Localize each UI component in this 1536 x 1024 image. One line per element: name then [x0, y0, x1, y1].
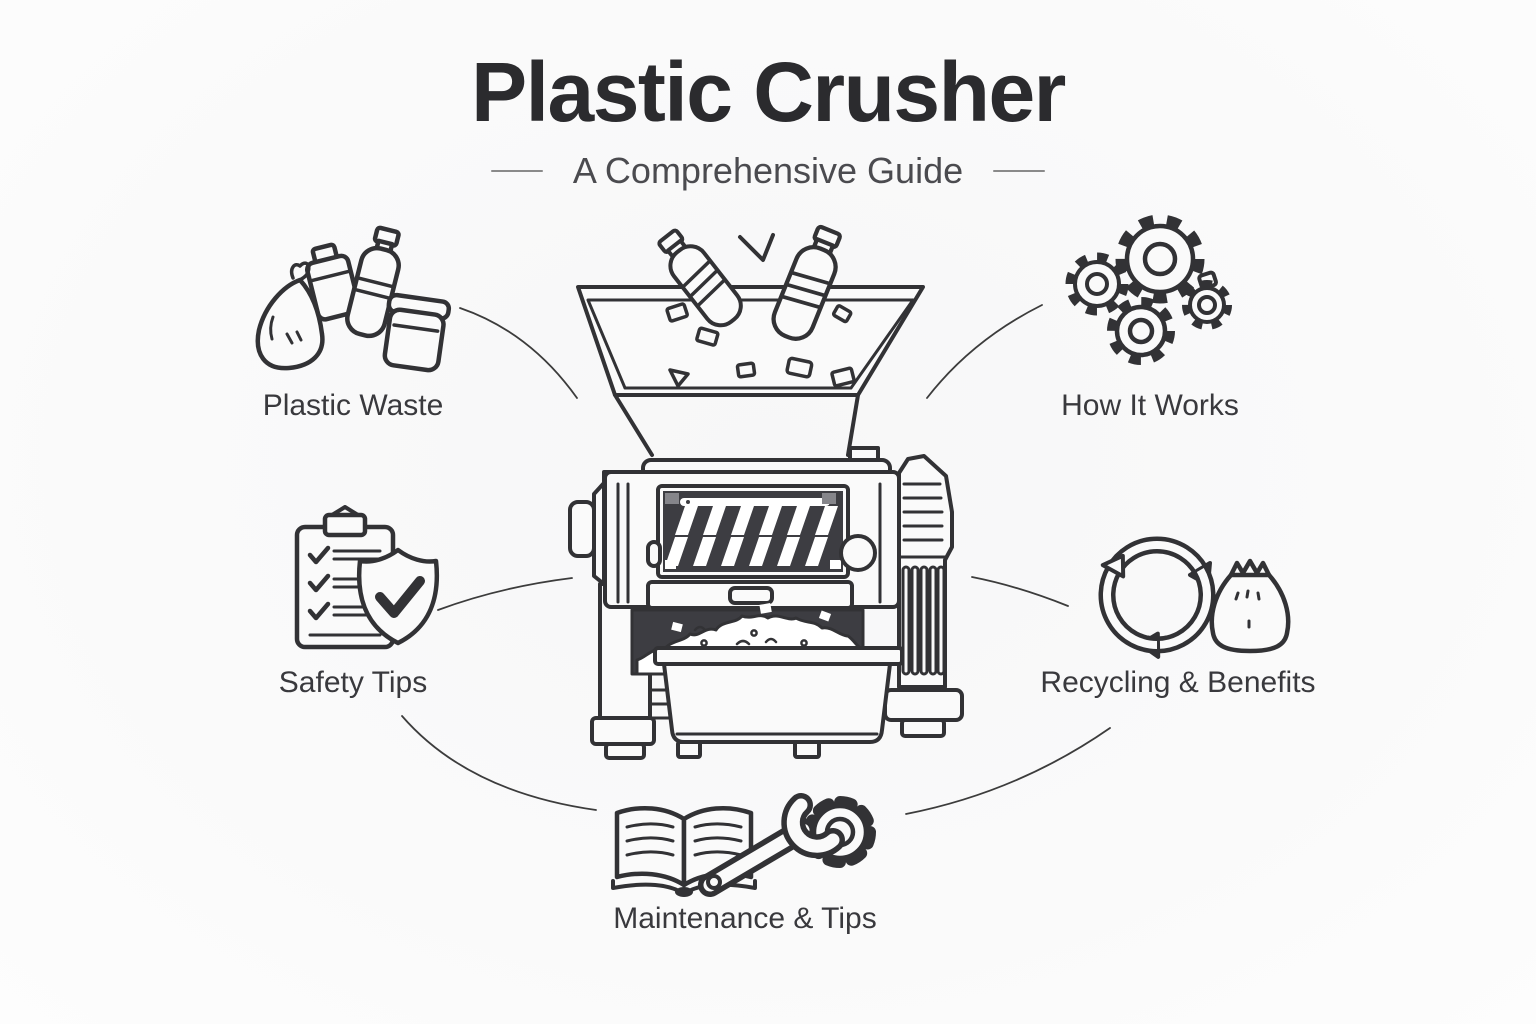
collection-bin — [653, 646, 904, 759]
gear-bottom — [1107, 297, 1175, 365]
milk-jug-icon — [304, 242, 362, 322]
book-wrench-gear-icon — [611, 793, 876, 897]
checklist-shield-icon — [294, 505, 439, 650]
section-machine-illustration — [552, 212, 982, 772]
connector-machine-to-how-it-works — [926, 304, 1043, 399]
connector-safety-to-machine — [437, 577, 573, 611]
falling-bottle-left — [657, 228, 743, 328]
plastic-waste-icon — [255, 225, 452, 373]
recycle-arrows-bag-icon — [1075, 515, 1291, 665]
subtitle-dash-left — [490, 170, 543, 172]
right-motor-tower — [883, 454, 964, 738]
falling-bottle-right — [771, 224, 842, 341]
connector-plastic-waste-to-machine — [459, 307, 578, 399]
recycle-arrows — [1087, 545, 1222, 665]
pellet-bag-icon — [1209, 558, 1291, 654]
label-maintenance-tips: Maintenance & Tips — [613, 902, 877, 935]
section-plastic-waste — [245, 222, 455, 382]
section-maintenance-tips — [595, 785, 895, 913]
plastic-jar-icon — [382, 292, 452, 373]
section-safety-tips — [280, 505, 505, 655]
gear-large — [1115, 214, 1205, 304]
connector-safety-to-maintenance — [401, 715, 597, 811]
subtitle-dash-right — [993, 170, 1046, 172]
wrench-icon — [698, 793, 845, 897]
trash-bag-icon — [255, 261, 325, 371]
lower-band — [646, 580, 854, 610]
page-subtitle: A Comprehensive Guide — [572, 150, 964, 191]
shredder-blade-window — [656, 484, 850, 579]
machine-knob — [839, 534, 877, 572]
down-arrow-icon — [738, 233, 775, 262]
gears-icon — [1065, 214, 1232, 365]
side-button — [646, 540, 662, 568]
section-recycling-benefits — [1075, 515, 1345, 665]
label-safety-tips: Safety Tips — [278, 666, 428, 699]
shield-check — [357, 547, 439, 646]
subtitle-row: A Comprehensive Guide — [0, 150, 1536, 192]
connector-maintenance-to-recycling — [905, 727, 1111, 815]
label-plastic-waste: Plastic Waste — [262, 389, 444, 422]
label-how-it-works: How It Works — [1061, 389, 1239, 422]
open-book-icon — [611, 806, 757, 897]
gear-left — [1065, 252, 1129, 316]
connector-machine-to-recycling — [971, 576, 1069, 607]
page-title: Plastic Crusher — [471, 45, 1066, 139]
plastic-crusher-machine-illustration — [568, 224, 964, 760]
section-how-it-works — [1055, 212, 1285, 380]
plastic-fragments — [665, 302, 856, 388]
gear-small-right — [1182, 270, 1232, 330]
label-recycling-benefits: Recycling & Benefits — [1040, 666, 1316, 699]
